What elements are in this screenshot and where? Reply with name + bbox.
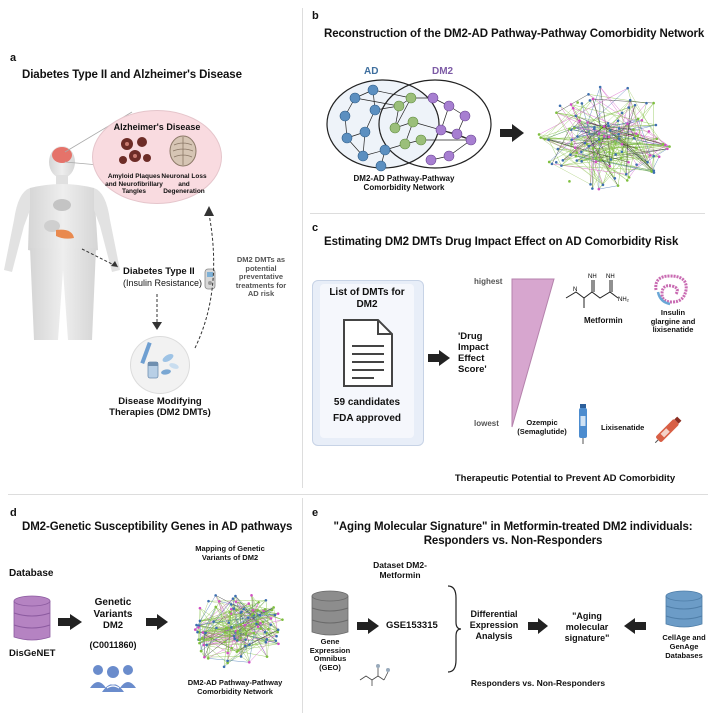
panel-d-title: DM2-Genetic Susceptibility Genes in AD p… <box>22 521 293 533</box>
geo-label: Gene Expression Omnibus (GEO) <box>309 637 351 672</box>
arrow-b <box>500 124 524 142</box>
lixisenatide-label: Lixisenatide <box>601 423 645 432</box>
gse-label: GSE153315 <box>386 620 438 631</box>
ad-circle-title: Alzheimer's Disease <box>113 122 201 132</box>
panel-b-title: Reconstruction of the DM2-AD Pathway-Pat… <box>324 28 705 40</box>
comorbidity-network-graph-b <box>537 85 671 191</box>
dmt-list-title: List of DMTs for DM2 <box>329 287 405 310</box>
arrow-e-2 <box>528 618 548 634</box>
score-label: 'Drug Impact Effect Score' <box>458 331 489 375</box>
metformin-label: Metformin <box>584 316 623 325</box>
dmt-title: Disease Modifying Therapies (DM2 DMTs) <box>109 396 211 418</box>
highest-label: highest <box>474 277 503 286</box>
dea-label: Differential Expression Analysis <box>469 609 519 641</box>
svg-text:NH₂: NH₂ <box>618 297 630 303</box>
svg-text:NH: NH <box>588 274 597 280</box>
dm2-dmts-note: DM2 DMTs as potential preventative treat… <box>235 255 287 298</box>
medication-icon <box>140 341 179 379</box>
disgenet-database-icon <box>13 595 51 641</box>
divider-b-c <box>310 213 705 214</box>
diabetes-label: Diabetes Type II <box>123 266 195 277</box>
metformin-small-structure-icon <box>359 664 390 686</box>
cellage-database-icon <box>665 590 703 628</box>
degenerated-brain-icon <box>169 135 197 167</box>
human-body-illustration <box>4 146 120 340</box>
amyloid-label: Amyloid Plaques and Neurofibrillary Tang… <box>105 173 163 195</box>
arrow-c <box>428 350 450 366</box>
panel-d-letter: d <box>10 507 17 519</box>
people-dna-icon <box>90 665 136 692</box>
ozempic-pen-icon <box>579 404 587 444</box>
document-icon <box>343 319 393 387</box>
divider-vertical-top <box>302 8 303 488</box>
panel-e-letter: e <box>312 507 319 519</box>
arrow-e-1 <box>357 618 379 634</box>
code-label: (C0011860) <box>89 640 137 650</box>
metformin-structure-icon: NH NH N NH₂ <box>565 274 630 308</box>
arrow-diabetes-to-dmt <box>152 294 162 330</box>
fda-label: FDA approved <box>333 413 401 424</box>
venn-network <box>326 79 492 172</box>
genetic-variants-label: Genetic Variants <box>93 597 133 620</box>
panel-a-letter: a <box>10 52 17 64</box>
dm2-set-label: DM2 <box>432 66 454 77</box>
lowest-label: lowest <box>474 419 499 428</box>
network-label-d: DM2-AD Pathway-Pathway Comorbidity Netwo… <box>187 678 283 696</box>
lixisenatide-pen-icon <box>654 416 682 444</box>
arrow-pancreas-to-diabetes <box>81 248 119 268</box>
ozempic-label: Ozempic (Semaglutide) <box>517 418 567 436</box>
arrow-e-3 <box>624 618 646 634</box>
svg-text:NH: NH <box>606 274 615 280</box>
comorbidity-network-graph-d <box>193 594 284 669</box>
geo-database-icon <box>311 590 349 636</box>
insulin-glargine-protein-icon <box>654 274 688 306</box>
neuronal-label: Neuronal Loss and Degeneration <box>161 173 207 195</box>
dataset-label: Dataset DM2-Metformin <box>373 560 427 580</box>
amyloid-plaques-icon <box>119 137 151 164</box>
panel-e-title-line1: "Aging Molecular Signature" in Metformin… <box>333 521 693 533</box>
panel-c-title: Estimating DM2 DMTs Drug Impact Effect o… <box>324 236 679 248</box>
dmt-circle <box>130 336 190 394</box>
panel-e-title-line2: Responders vs. Non-Responders <box>423 535 603 547</box>
network-label-b: DM2-AD Pathway-Pathway Comorbidity Netwo… <box>353 174 455 192</box>
insulin-resistance-label: (Insulin Resistance) <box>123 278 203 288</box>
arrow-d-2 <box>146 614 168 630</box>
curly-brace <box>447 585 462 673</box>
arrow-d-1 <box>58 614 82 630</box>
disgenet-label: DisGeNET <box>9 648 56 659</box>
mapping-label: Mapping of Genetic Variants of DM2 <box>195 544 265 562</box>
ad-set-label: AD <box>364 66 379 77</box>
panel-c-letter: c <box>312 222 319 234</box>
database-label: Database <box>9 568 54 579</box>
svg-text:N: N <box>573 287 577 293</box>
insulin-glargine-label: Insulin glargine and lixisenatide <box>650 308 696 334</box>
arrow-dmt-to-ad <box>194 206 215 349</box>
cellage-label: CellAge and GenAge Databases <box>662 633 706 660</box>
therapeutic-footer: Therapeutic Potential to Prevent AD Como… <box>454 473 676 484</box>
ad-circle <box>92 110 222 204</box>
dm2-label-d: DM2 <box>102 620 124 631</box>
candidates-label: 59 candidates <box>333 397 401 408</box>
responders-label: Responders vs. Non-Responders <box>470 678 606 688</box>
divider-top-bottom <box>8 494 708 495</box>
impact-triangle <box>511 278 555 428</box>
panel-a-title: Diabetes Type II and Alzheimer's Disease <box>22 69 242 81</box>
divider-vertical-bottom <box>302 498 303 713</box>
panel-b-letter: b <box>312 10 319 22</box>
aging-signature-label: "Aging molecular signature" <box>564 611 610 643</box>
